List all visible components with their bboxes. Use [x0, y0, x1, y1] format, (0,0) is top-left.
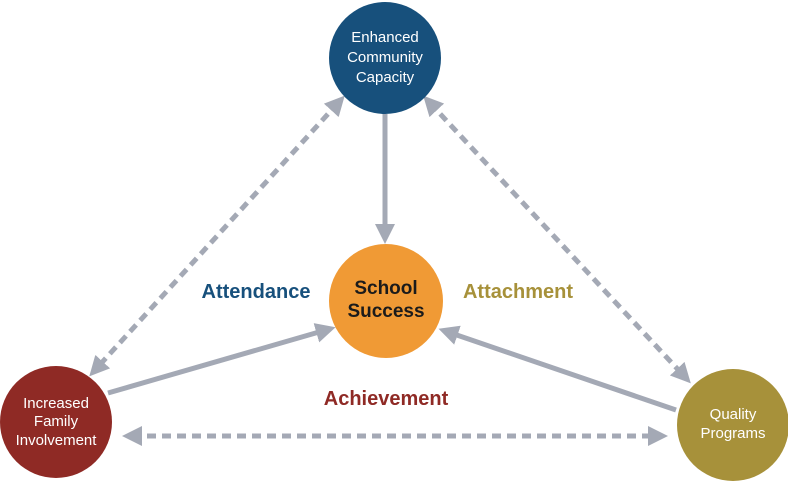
- node-quality-programs-line-1: Quality: [710, 406, 757, 423]
- node-quality-programs: Quality Programs: [677, 369, 788, 481]
- arrow-programs-to-success: [438, 325, 677, 413]
- arrow-community-programs-dashed: [423, 95, 691, 384]
- node-family-involvement-circle: [0, 366, 112, 478]
- node-family-involvement-line-1: Increased: [23, 395, 89, 412]
- node-family-involvement: Increased Family Involvement: [0, 366, 112, 478]
- node-school-success-line-2: Success: [347, 301, 424, 322]
- node-quality-programs-circle: [677, 369, 788, 481]
- node-community-capacity: Enhanced Community Capacity: [329, 2, 441, 114]
- node-school-success: School Success: [329, 244, 443, 358]
- arrow-community-family-dashed: [89, 95, 345, 377]
- node-community-capacity-line-1: Enhanced: [351, 29, 419, 46]
- node-school-success-line-1: School: [354, 278, 417, 299]
- arrow-family-to-success: [107, 323, 336, 396]
- node-community-capacity-line-3: Capacity: [356, 69, 415, 86]
- node-school-success-circle: [329, 244, 443, 358]
- node-family-involvement-line-2: Family: [34, 413, 79, 430]
- node-community-capacity-circle: [329, 2, 441, 114]
- label-achievement: Achievement: [324, 388, 449, 410]
- node-quality-programs-line-2: Programs: [700, 425, 765, 442]
- node-family-involvement-line-3: Involvement: [16, 432, 98, 449]
- node-community-capacity-line-2: Community: [347, 49, 423, 66]
- label-attendance: Attendance: [202, 281, 311, 303]
- label-attachment: Attachment: [463, 281, 573, 303]
